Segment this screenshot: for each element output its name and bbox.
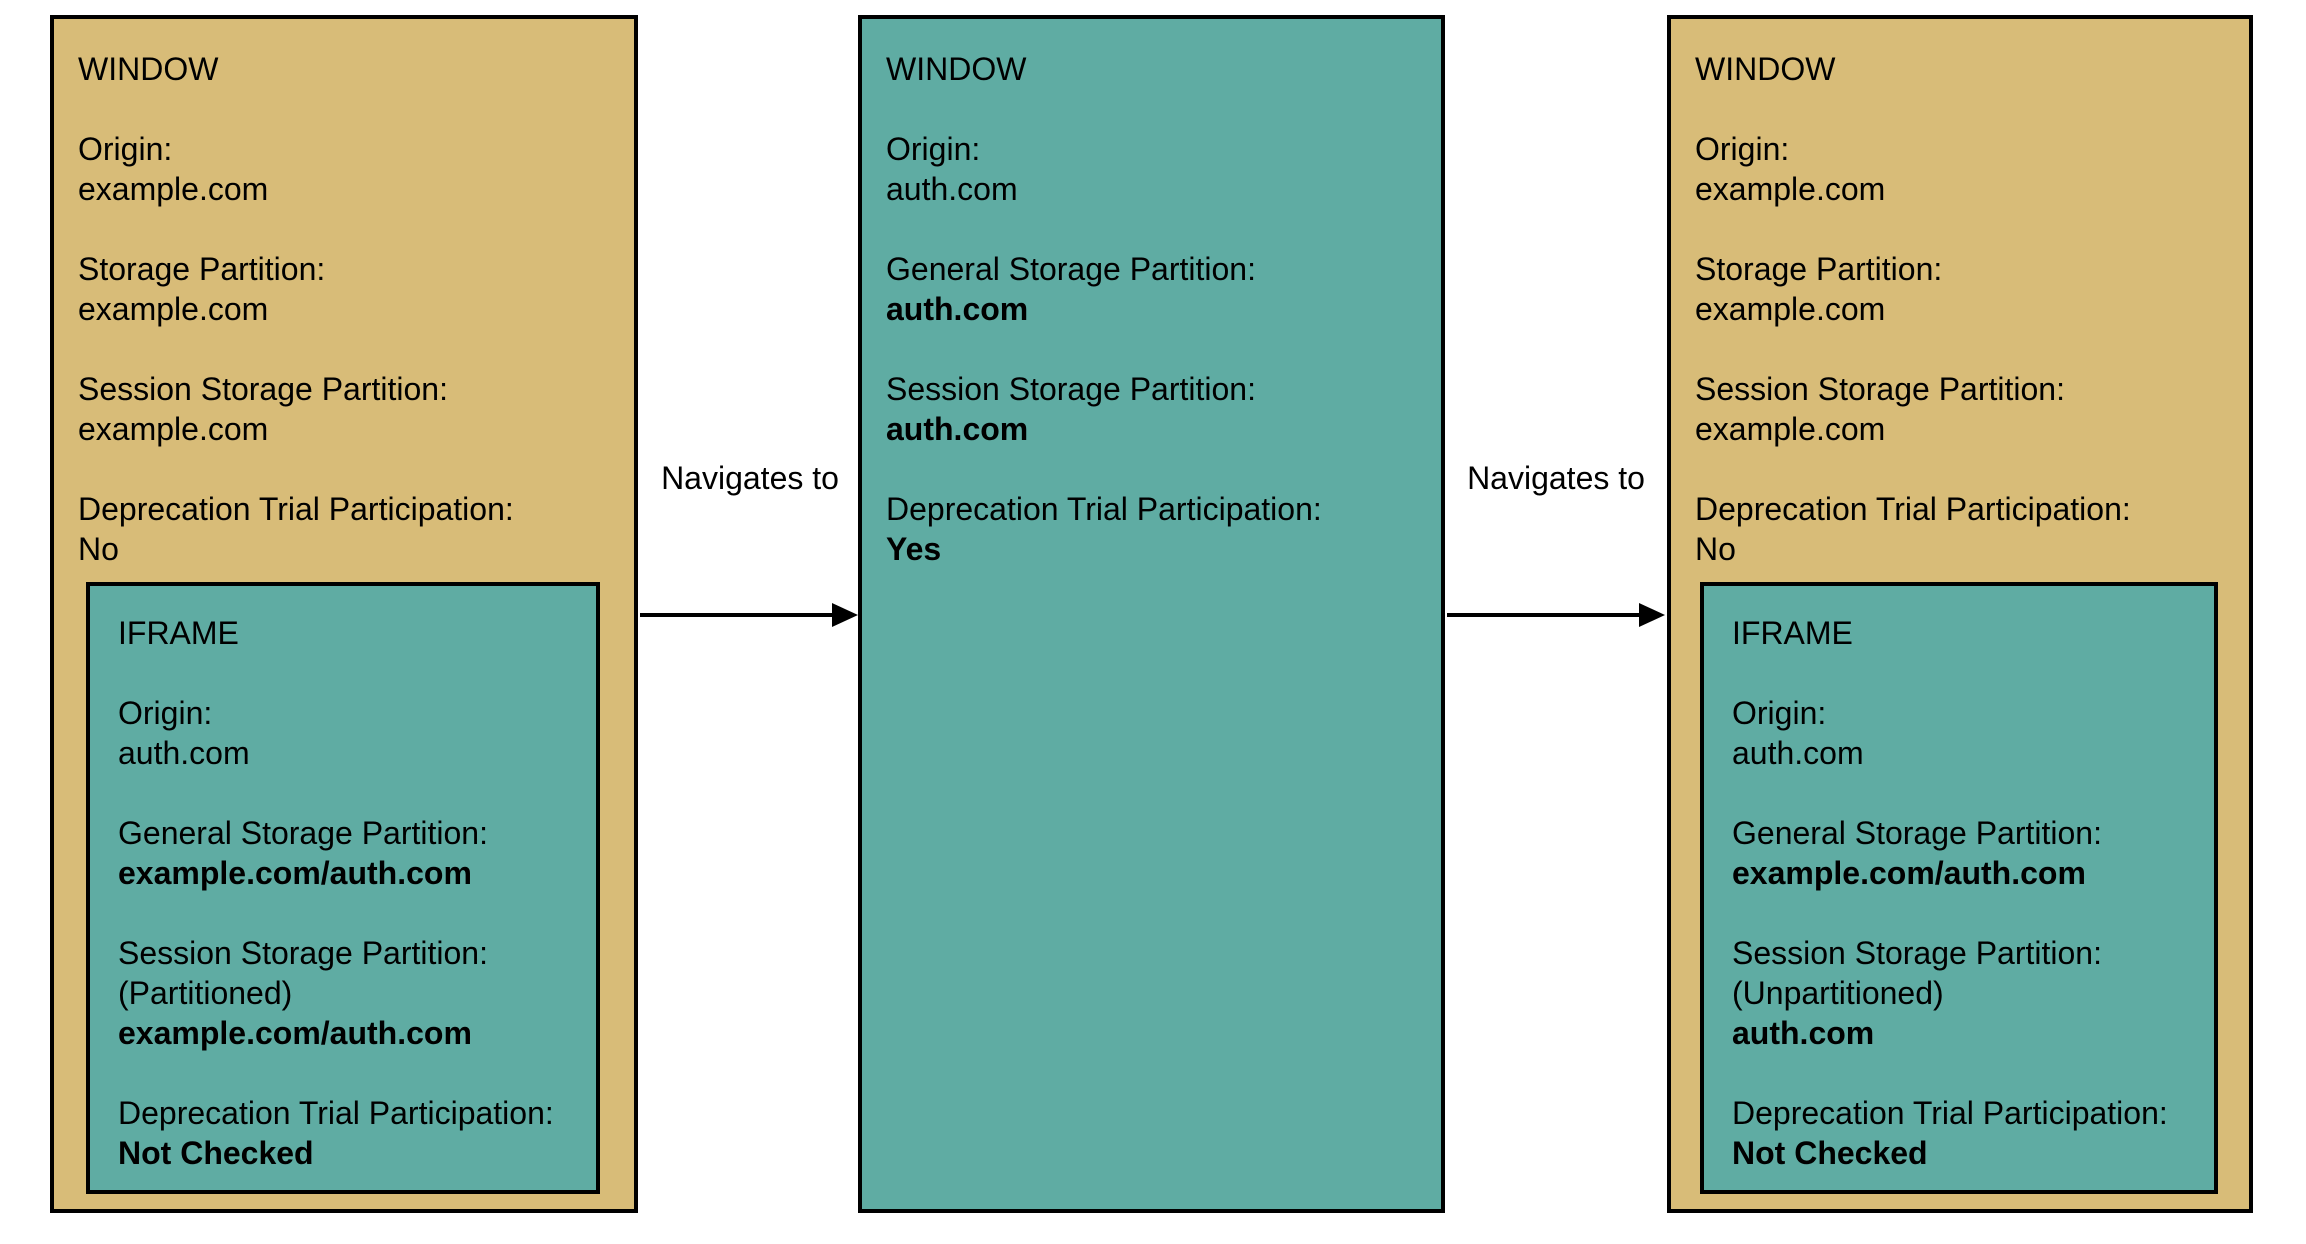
origin-label: Origin: [78, 131, 173, 167]
deprecation-trial-value: Yes [886, 531, 942, 567]
window-2-origin-field: Origin: auth.com [886, 129, 1417, 209]
window-3-trial-field: Deprecation Trial Participation: No [1695, 489, 2225, 569]
storage-partition-value: example.com [1695, 291, 1886, 327]
session-storage-value: example.com [78, 411, 269, 447]
origin-value: example.com [1695, 171, 1886, 207]
origin-label: Origin: [886, 131, 981, 167]
iframe-1-general-field: General Storage Partition: example.com/a… [118, 813, 568, 893]
origin-value: auth.com [1732, 735, 1864, 771]
deprecation-trial-value: No [78, 531, 119, 567]
origin-value: auth.com [118, 735, 250, 771]
window-2-general-field: General Storage Partition: auth.com [886, 249, 1417, 329]
window-1-origin-field: Origin: example.com [78, 129, 610, 209]
window-2-session-field: Session Storage Partition: auth.com [886, 369, 1417, 449]
general-storage-value: example.com/auth.com [118, 855, 472, 891]
arrow-head-2 [1639, 603, 1665, 627]
general-storage-value: auth.com [886, 291, 1029, 327]
iframe-1-trial-field: Deprecation Trial Participation: Not Che… [118, 1093, 568, 1173]
window-3-storage-field: Storage Partition: example.com [1695, 249, 2225, 329]
session-storage-note: (Partitioned) [118, 975, 293, 1011]
iframe-3-title: IFRAME [1732, 615, 1853, 651]
origin-value: auth.com [886, 171, 1018, 207]
window-1-trial-field: Deprecation Trial Participation: No [78, 489, 610, 569]
session-storage-label: Session Storage Partition: [1732, 935, 2102, 971]
session-storage-label: Session Storage Partition: [118, 935, 488, 971]
session-storage-note: (Unpartitioned) [1732, 975, 1944, 1011]
window-3-session-field: Session Storage Partition: example.com [1695, 369, 2225, 449]
iframe-1-session-field: Session Storage Partition: (Partitioned)… [118, 933, 568, 1053]
window-box-3: WINDOW Origin: example.com Storage Parti… [1667, 15, 2253, 1213]
window-3-title: WINDOW [1695, 51, 1836, 87]
deprecation-trial-label: Deprecation Trial Participation: [78, 491, 514, 527]
general-storage-label: General Storage Partition: [886, 251, 1256, 287]
iframe-3-trial-field: Deprecation Trial Participation: Not Che… [1732, 1093, 2186, 1173]
origin-value: example.com [78, 171, 269, 207]
session-storage-value: auth.com [886, 411, 1029, 447]
window-1-title: WINDOW [78, 51, 219, 87]
iframe-3-session-field: Session Storage Partition: (Unpartitione… [1732, 933, 2186, 1053]
navigates-to-label-2: Navigates to [1467, 460, 1645, 496]
deprecation-trial-value: Not Checked [1732, 1135, 1928, 1171]
session-storage-label: Session Storage Partition: [78, 371, 448, 407]
storage-partition-value: example.com [78, 291, 269, 327]
deprecation-trial-label: Deprecation Trial Participation: [1695, 491, 2131, 527]
arrow-shaft-2 [1447, 613, 1645, 617]
session-storage-label: Session Storage Partition: [1695, 371, 2065, 407]
origin-label: Origin: [1695, 131, 1790, 167]
window-3-origin-field: Origin: example.com [1695, 129, 2225, 209]
general-storage-label: General Storage Partition: [1732, 815, 2102, 851]
window-box-1: WINDOW Origin: example.com Storage Parti… [50, 15, 638, 1213]
iframe-1-title: IFRAME [118, 615, 239, 651]
session-storage-value: example.com/auth.com [118, 1015, 472, 1051]
deprecation-trial-label: Deprecation Trial Participation: [1732, 1095, 2168, 1131]
iframe-3-origin-field: Origin: auth.com [1732, 693, 2186, 773]
session-storage-label: Session Storage Partition: [886, 371, 1256, 407]
storage-partition-label: Storage Partition: [78, 251, 326, 287]
iframe-1-origin-field: Origin: auth.com [118, 693, 568, 773]
arrow-shaft-1 [640, 613, 838, 617]
storage-partition-label: Storage Partition: [1695, 251, 1943, 287]
general-storage-label: General Storage Partition: [118, 815, 488, 851]
window-2-title: WINDOW [886, 51, 1027, 87]
arrow-1 [640, 603, 858, 627]
navigates-to-label-1: Navigates to [661, 460, 839, 496]
origin-label: Origin: [118, 695, 213, 731]
deprecation-trial-label: Deprecation Trial Participation: [118, 1095, 554, 1131]
session-storage-value: example.com [1695, 411, 1886, 447]
iframe-3-general-field: General Storage Partition: example.com/a… [1732, 813, 2186, 893]
deprecation-trial-value: No [1695, 531, 1736, 567]
general-storage-value: example.com/auth.com [1732, 855, 2086, 891]
window-box-2: WINDOW Origin: auth.com General Storage … [858, 15, 1445, 1213]
deprecation-trial-label: Deprecation Trial Participation: [886, 491, 1322, 527]
window-2-trial-field: Deprecation Trial Participation: Yes [886, 489, 1417, 569]
arrow-head-1 [832, 603, 858, 627]
deprecation-trial-value: Not Checked [118, 1135, 314, 1171]
origin-label: Origin: [1732, 695, 1827, 731]
window-1-storage-field: Storage Partition: example.com [78, 249, 610, 329]
iframe-box-1: IFRAME Origin: auth.com General Storage … [86, 582, 600, 1194]
iframe-box-3: IFRAME Origin: auth.com General Storage … [1700, 582, 2218, 1194]
session-storage-value: auth.com [1732, 1015, 1875, 1051]
window-1-session-field: Session Storage Partition: example.com [78, 369, 610, 449]
arrow-2 [1447, 603, 1665, 627]
